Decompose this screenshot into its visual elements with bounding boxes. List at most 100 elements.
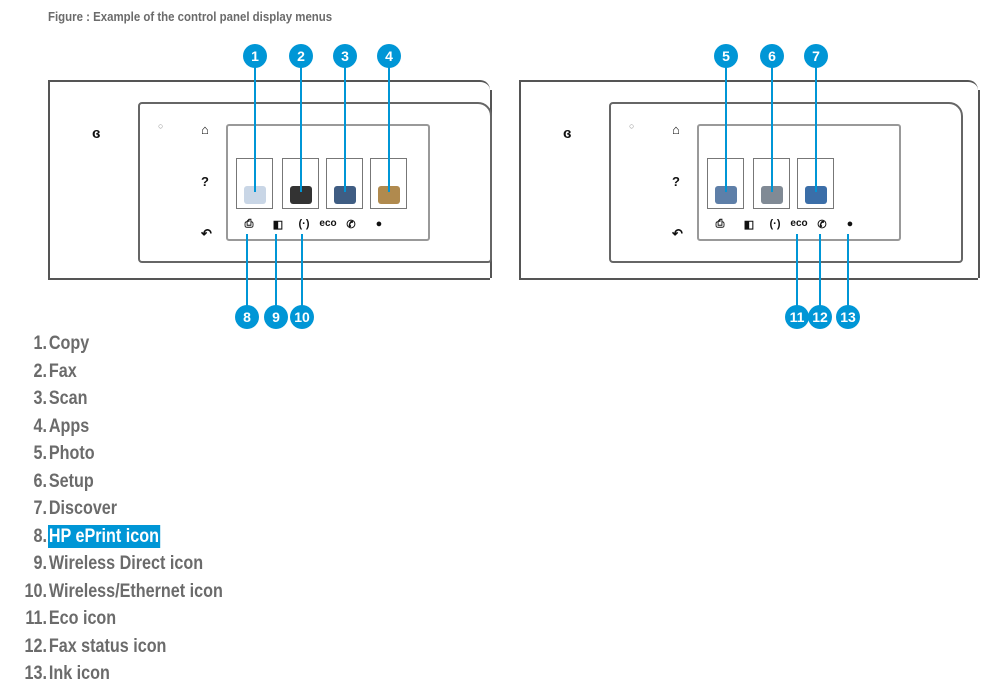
callout-line bbox=[847, 234, 849, 306]
apps-icon bbox=[377, 186, 400, 204]
legend-label: Wireless/Ethernet icon bbox=[48, 580, 223, 602]
hp-eprint-icon: ⎙ bbox=[244, 218, 254, 230]
back-button[interactable]: ↶ bbox=[201, 226, 212, 241]
callout-10: 10 bbox=[290, 305, 314, 329]
legend-label: Scan bbox=[48, 388, 88, 409]
legend-number: 10. bbox=[24, 580, 47, 602]
fax-status-icon: ✆ bbox=[346, 219, 356, 231]
callout-6: 6 bbox=[760, 44, 784, 68]
callout-line bbox=[254, 66, 256, 192]
wireless-direct-icon: ◧ bbox=[272, 219, 284, 231]
eco-icon: eco bbox=[319, 218, 337, 229]
legend-number: 4. bbox=[33, 415, 47, 437]
tile-photo[interactable] bbox=[707, 158, 744, 209]
callout-line bbox=[819, 234, 821, 306]
control-panel-outline bbox=[138, 102, 492, 263]
ink-icon: ● bbox=[846, 218, 854, 230]
legend-number: 8. bbox=[33, 525, 47, 547]
printer-body-outline bbox=[519, 80, 980, 280]
discover-icon bbox=[804, 186, 827, 204]
legend-item: 12.Fax status icon bbox=[10, 633, 255, 661]
legend-number: 9. bbox=[33, 553, 47, 574]
fax-icon bbox=[289, 186, 312, 204]
legend-label: Apps bbox=[48, 415, 90, 437]
legend-number: 12. bbox=[24, 635, 47, 657]
status-light: ○ bbox=[629, 121, 635, 131]
wireless-icon: (·) bbox=[298, 218, 310, 230]
wireless-direct-icon: ◧ bbox=[743, 219, 755, 231]
legend-number: 7. bbox=[33, 498, 47, 519]
ink-icon: ● bbox=[375, 218, 383, 230]
help-button[interactable]: ? bbox=[672, 174, 680, 189]
callout-line bbox=[815, 66, 817, 192]
callout-line bbox=[301, 234, 303, 306]
callout-11: 11 bbox=[785, 305, 809, 329]
callout-line bbox=[275, 234, 277, 306]
home-button[interactable]: ⌂ bbox=[672, 122, 680, 137]
callout-line bbox=[771, 66, 773, 192]
legend-item: 1.Copy bbox=[10, 330, 255, 358]
callout-8: 8 bbox=[235, 305, 259, 329]
callout-line bbox=[300, 66, 302, 192]
legend-label: Setup bbox=[48, 470, 94, 492]
callout-4: 4 bbox=[377, 44, 401, 68]
status-light: ○ bbox=[158, 121, 164, 131]
wireless-icon: (·) bbox=[769, 218, 781, 230]
power-button[interactable]: ɞ bbox=[563, 125, 572, 142]
legend-item: 8.HP ePrint icon bbox=[10, 523, 255, 551]
callout-7: 7 bbox=[804, 44, 828, 68]
legend-number: 5. bbox=[33, 443, 47, 464]
legend-number: 11. bbox=[25, 608, 47, 629]
legend-item: 6.Setup bbox=[10, 468, 255, 496]
legend-label: Copy bbox=[48, 333, 90, 354]
legend-item: 4.Apps bbox=[10, 413, 255, 441]
callout-1: 1 bbox=[243, 44, 267, 68]
legend-item: 3.Scan bbox=[10, 385, 255, 413]
legend-number: 2. bbox=[33, 360, 47, 382]
legend-number: 6. bbox=[33, 470, 47, 492]
legend-label: Fax status icon bbox=[48, 635, 167, 657]
legend-label: Eco icon bbox=[48, 608, 117, 629]
callout-line bbox=[796, 234, 798, 306]
copy-icon bbox=[243, 186, 266, 204]
callout-line bbox=[246, 234, 248, 306]
legend-label: Fax bbox=[48, 360, 77, 382]
callout-9: 9 bbox=[264, 305, 288, 329]
control-panel-outline bbox=[609, 102, 963, 263]
figure-caption: Figure : Example of the control panel di… bbox=[48, 9, 333, 24]
eco-icon: eco bbox=[790, 218, 808, 229]
legend-label: Ink icon bbox=[48, 663, 110, 684]
help-button[interactable]: ? bbox=[201, 174, 209, 189]
legend-item: 2.Fax bbox=[10, 358, 255, 386]
callout-line bbox=[344, 66, 346, 192]
callout-3: 3 bbox=[333, 44, 357, 68]
back-button[interactable]: ↶ bbox=[672, 226, 683, 241]
callout-13: 13 bbox=[836, 305, 860, 329]
legend-item: 5.Photo bbox=[10, 440, 255, 468]
hp-eprint-icon: ⎙ bbox=[715, 218, 725, 230]
fax-status-icon: ✆ bbox=[817, 219, 827, 231]
power-button[interactable]: ɞ bbox=[92, 125, 101, 142]
callout-line bbox=[725, 66, 727, 192]
touch-screen bbox=[226, 124, 430, 241]
legend-item: 13.Ink icon bbox=[10, 660, 255, 688]
callout-12: 12 bbox=[808, 305, 832, 329]
legend-item: 7.Discover bbox=[10, 495, 255, 523]
photo-icon bbox=[714, 186, 737, 204]
legend-number: 1. bbox=[33, 333, 47, 354]
legend-item: 11.Eco icon bbox=[10, 605, 255, 633]
scan-icon bbox=[333, 186, 356, 204]
legend-label: HP ePrint icon bbox=[48, 524, 160, 548]
legend-label: Wireless Direct icon bbox=[48, 553, 204, 574]
touch-screen bbox=[697, 124, 901, 241]
home-button[interactable]: ⌂ bbox=[201, 122, 209, 137]
callout-2: 2 bbox=[289, 44, 313, 68]
legend-label: Photo bbox=[48, 443, 95, 464]
tile-scan[interactable] bbox=[326, 158, 363, 209]
legend-item: 10.Wireless/Ethernet icon bbox=[10, 578, 255, 606]
legend-item: 9.Wireless Direct icon bbox=[10, 550, 255, 578]
callout-line bbox=[388, 66, 390, 192]
